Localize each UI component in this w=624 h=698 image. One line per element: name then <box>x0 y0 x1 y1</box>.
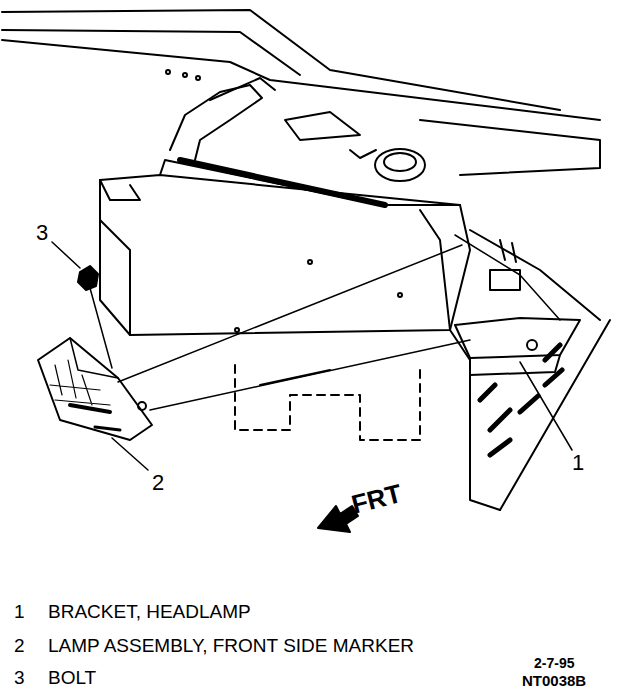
bracket-hole <box>527 340 537 350</box>
rivet <box>308 260 312 264</box>
front-arrow <box>318 506 358 532</box>
rivet <box>196 76 200 80</box>
bolt-axis <box>90 288 112 368</box>
alignment-line <box>150 340 470 410</box>
fender-ribs <box>500 240 516 262</box>
lens-edge <box>70 338 118 378</box>
housing-top <box>160 160 460 205</box>
callout-number: 1 <box>572 452 584 474</box>
figure-code: NT0038B <box>522 673 586 688</box>
hidden-bracket <box>235 365 420 440</box>
callout-number: 3 <box>36 222 48 244</box>
key-text: BRACKET, HEADLAMP <box>48 602 251 621</box>
leader-line <box>52 242 80 268</box>
latch-rod <box>170 85 262 160</box>
callout-number: 2 <box>152 472 164 494</box>
key-text: BOLT <box>48 668 96 687</box>
fender-curve <box>470 230 600 320</box>
key-number: 3 <box>14 668 25 687</box>
alignment-line <box>455 235 560 320</box>
leader-line <box>520 362 572 450</box>
lens-slot <box>70 405 110 412</box>
rivet <box>166 70 170 74</box>
lens-slot <box>95 427 120 430</box>
alignment-line <box>118 245 462 382</box>
key-number: 2 <box>14 636 25 655</box>
key-text: LAMP ASSEMBLY, FRONT SIDE MARKER <box>48 636 414 655</box>
upper-support <box>2 10 560 110</box>
headlamp-bracket <box>455 318 580 358</box>
hood-edge <box>2 40 600 120</box>
fender-slots <box>480 345 562 455</box>
leader-line <box>112 438 148 470</box>
clip <box>350 150 376 158</box>
bracket-flange <box>470 355 560 375</box>
fender-top <box>420 120 600 175</box>
seal-strip <box>180 160 385 205</box>
rivet <box>183 73 187 77</box>
key-number: 1 <box>14 602 25 621</box>
date-code: 2-7-95 <box>534 656 574 670</box>
support-line <box>2 30 300 75</box>
headlamp-housing <box>100 175 470 335</box>
side-marker-lamp <box>38 338 152 440</box>
reservoir-cap <box>375 149 425 181</box>
lens-hatch <box>50 360 110 405</box>
lamp-stud <box>138 402 146 410</box>
housing-edge <box>100 220 130 335</box>
support-tab <box>285 112 360 140</box>
housing-tab <box>100 180 140 200</box>
bolt <box>78 266 98 290</box>
reservoir-cap <box>384 153 416 171</box>
front-indicator: FRT <box>349 480 404 517</box>
rivet <box>398 293 402 297</box>
rivet <box>235 328 239 332</box>
latch <box>210 78 275 100</box>
